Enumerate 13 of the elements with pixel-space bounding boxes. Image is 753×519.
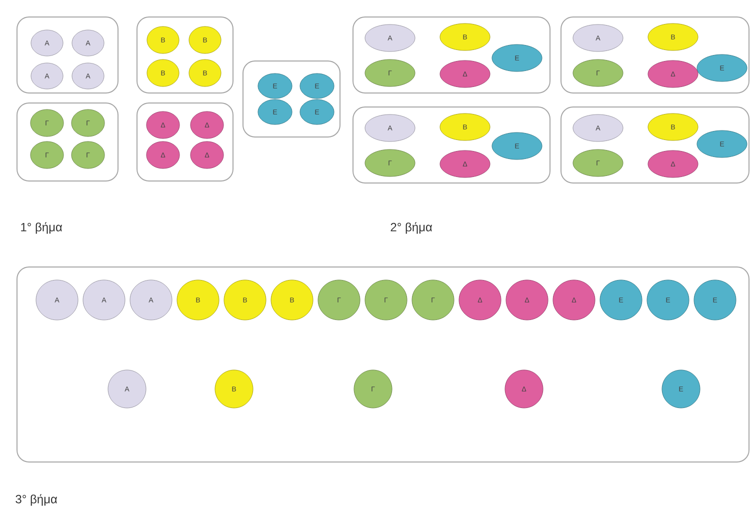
group-box bbox=[352, 16, 550, 94]
step-label: 3° βήμα bbox=[16, 494, 58, 506]
group-box bbox=[136, 16, 234, 94]
step-label: 2° βήμα bbox=[390, 222, 432, 234]
group-box bbox=[242, 60, 340, 138]
group-box bbox=[16, 266, 750, 462]
step-label: 1° βήμα bbox=[21, 222, 62, 234]
group-box bbox=[136, 102, 234, 182]
group-box bbox=[560, 16, 750, 94]
group-box bbox=[16, 16, 118, 94]
group-box bbox=[560, 106, 750, 184]
group-box bbox=[16, 102, 118, 182]
group-box bbox=[352, 106, 550, 184]
